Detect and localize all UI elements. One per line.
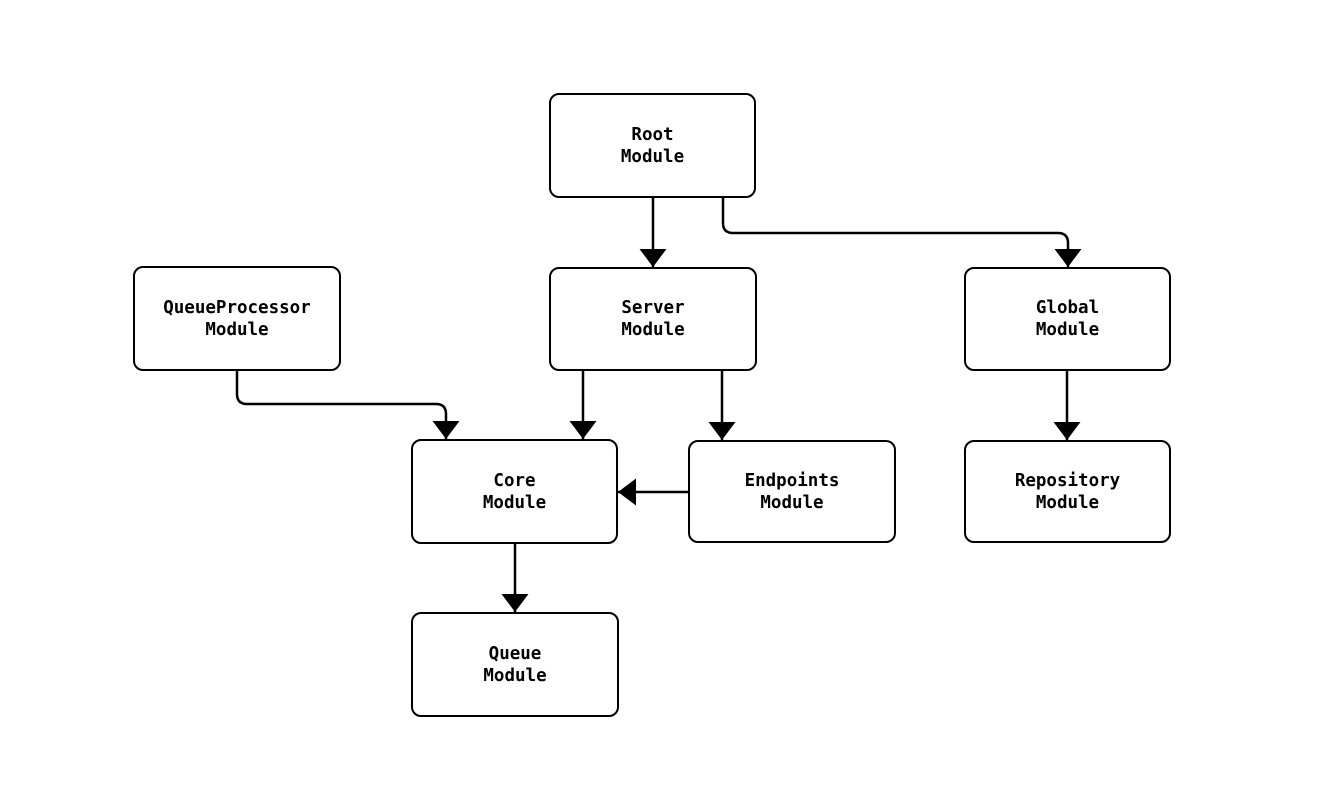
- node-queueprocessor: QueueProcessor Module: [133, 266, 341, 371]
- node-root: Root Module: [549, 93, 756, 198]
- node-global: Global Module: [964, 267, 1171, 371]
- node-queue: Queue Module: [411, 612, 619, 717]
- edges-group: [235, 198, 1082, 612]
- node-server: Server Module: [549, 267, 757, 371]
- edge-queueprocessor-to-core: [235, 371, 460, 439]
- edge-root-to-global: [721, 198, 1082, 267]
- node-core: Core Module: [411, 439, 618, 544]
- node-endpoints: Endpoints Module: [688, 440, 896, 543]
- node-repository: Repository Module: [964, 440, 1171, 543]
